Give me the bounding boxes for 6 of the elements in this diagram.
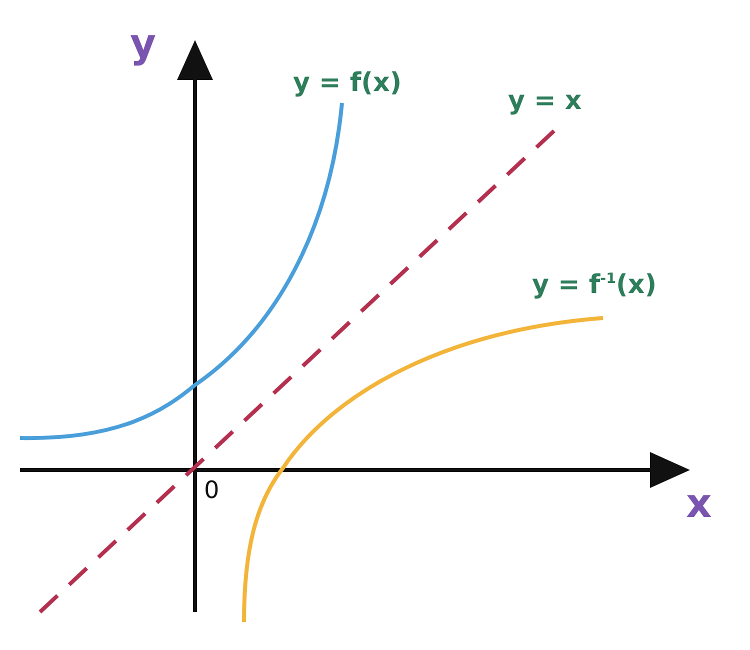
function-label: y = f(x) (293, 70, 402, 96)
function-label: y = x (508, 88, 582, 114)
function-label: y = f$^{-1}$(x) (532, 272, 657, 298)
axis-label: x (686, 484, 712, 524)
axis-label: y (130, 24, 156, 64)
origin-label: 0 (204, 478, 220, 502)
